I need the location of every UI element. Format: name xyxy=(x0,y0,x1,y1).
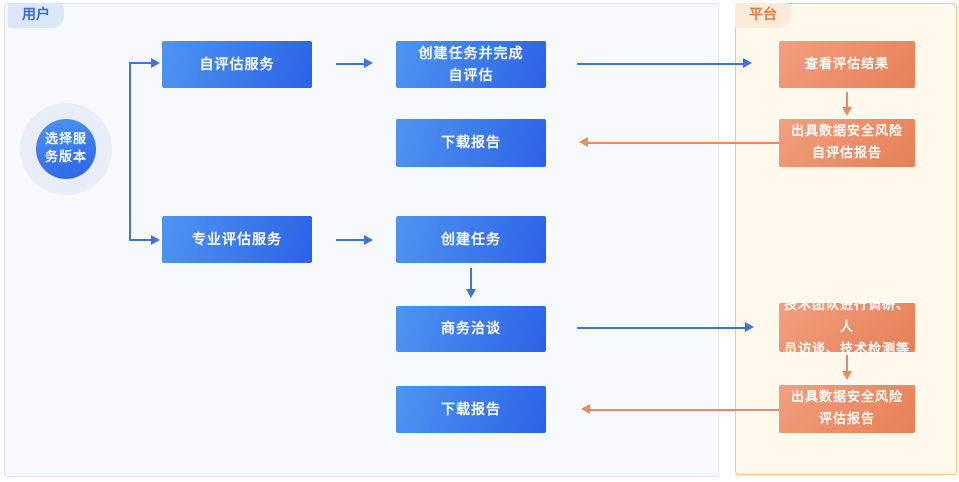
node-download-report-2: 下载报告 xyxy=(396,386,546,433)
branch-bottom-line xyxy=(129,239,151,241)
connector-line xyxy=(590,409,779,411)
node-self-assess-service: 自评估服务 xyxy=(162,41,312,88)
arrow-down-icon xyxy=(842,107,852,116)
node-label: 自评估服务 xyxy=(199,56,275,73)
node-label-line1: 技术团队进行调研、人 xyxy=(783,297,910,335)
node-label-line1: 出具数据安全风险 xyxy=(790,124,903,139)
connector-line xyxy=(846,92,848,107)
node-professional-service: 专业评估服务 xyxy=(162,216,312,263)
node-label-line2: 评估报告 xyxy=(818,412,875,427)
start-circle-choose-service: 选择服 务版本 xyxy=(36,119,96,179)
node-label: 下载报告 xyxy=(441,401,501,418)
connector-line xyxy=(470,268,472,289)
node-label: 专业评估服务 xyxy=(192,231,282,248)
node-label-line2: 自评估报告 xyxy=(811,146,882,161)
connector-line xyxy=(336,239,364,241)
connector-line xyxy=(336,63,364,65)
node-business-talk: 商务洽谈 xyxy=(396,306,546,352)
node-create-task: 创建任务 xyxy=(396,216,546,263)
start-circle-label-line2: 务版本 xyxy=(44,150,87,165)
node-download-report-1: 下载报告 xyxy=(396,119,546,167)
node-create-and-complete: 创建任务并完成 自评估 xyxy=(396,41,546,88)
branch-vertical-line xyxy=(129,63,131,241)
branch-top-line xyxy=(129,62,151,64)
arrow-right-icon xyxy=(743,58,752,68)
connector-line xyxy=(588,142,779,144)
arrow-right-icon xyxy=(364,235,373,245)
user-panel-tag: 用户 xyxy=(8,3,64,28)
node-label-line2: 员访谈、技术检测等 xyxy=(783,341,910,357)
node-label: 创建任务 xyxy=(441,231,501,248)
platform-panel-tag: 平台 xyxy=(735,3,791,28)
start-circle-label-line1: 选择服 xyxy=(44,132,87,147)
node-label: 查看评估结果 xyxy=(804,56,889,72)
connector-line xyxy=(846,355,848,371)
arrow-left-icon xyxy=(581,404,590,414)
arrow-right-icon xyxy=(745,322,754,332)
arrow-down-icon xyxy=(466,289,476,298)
node-label-line2: 自评估 xyxy=(448,67,494,84)
connector-line xyxy=(577,327,745,329)
arrow-right-icon xyxy=(151,58,160,68)
node-self-assess-report: 出具数据安全风险 自评估报告 xyxy=(779,119,915,167)
node-tech-team: 技术团队进行调研、人 员访谈、技术检测等 xyxy=(779,298,915,357)
node-label: 下载报告 xyxy=(441,135,501,151)
arrow-left-icon xyxy=(579,137,588,147)
node-label-line1: 创建任务并完成 xyxy=(418,45,524,62)
connector-line xyxy=(577,63,743,65)
node-label-line1: 出具数据安全风险 xyxy=(790,390,903,405)
arrow-right-icon xyxy=(364,58,373,68)
node-view-result: 查看评估结果 xyxy=(779,41,915,88)
arrow-down-icon xyxy=(842,371,852,380)
arrow-right-icon xyxy=(151,235,160,245)
node-label: 商务洽谈 xyxy=(441,321,501,337)
node-formal-report: 出具数据安全风险 评估报告 xyxy=(779,385,915,433)
